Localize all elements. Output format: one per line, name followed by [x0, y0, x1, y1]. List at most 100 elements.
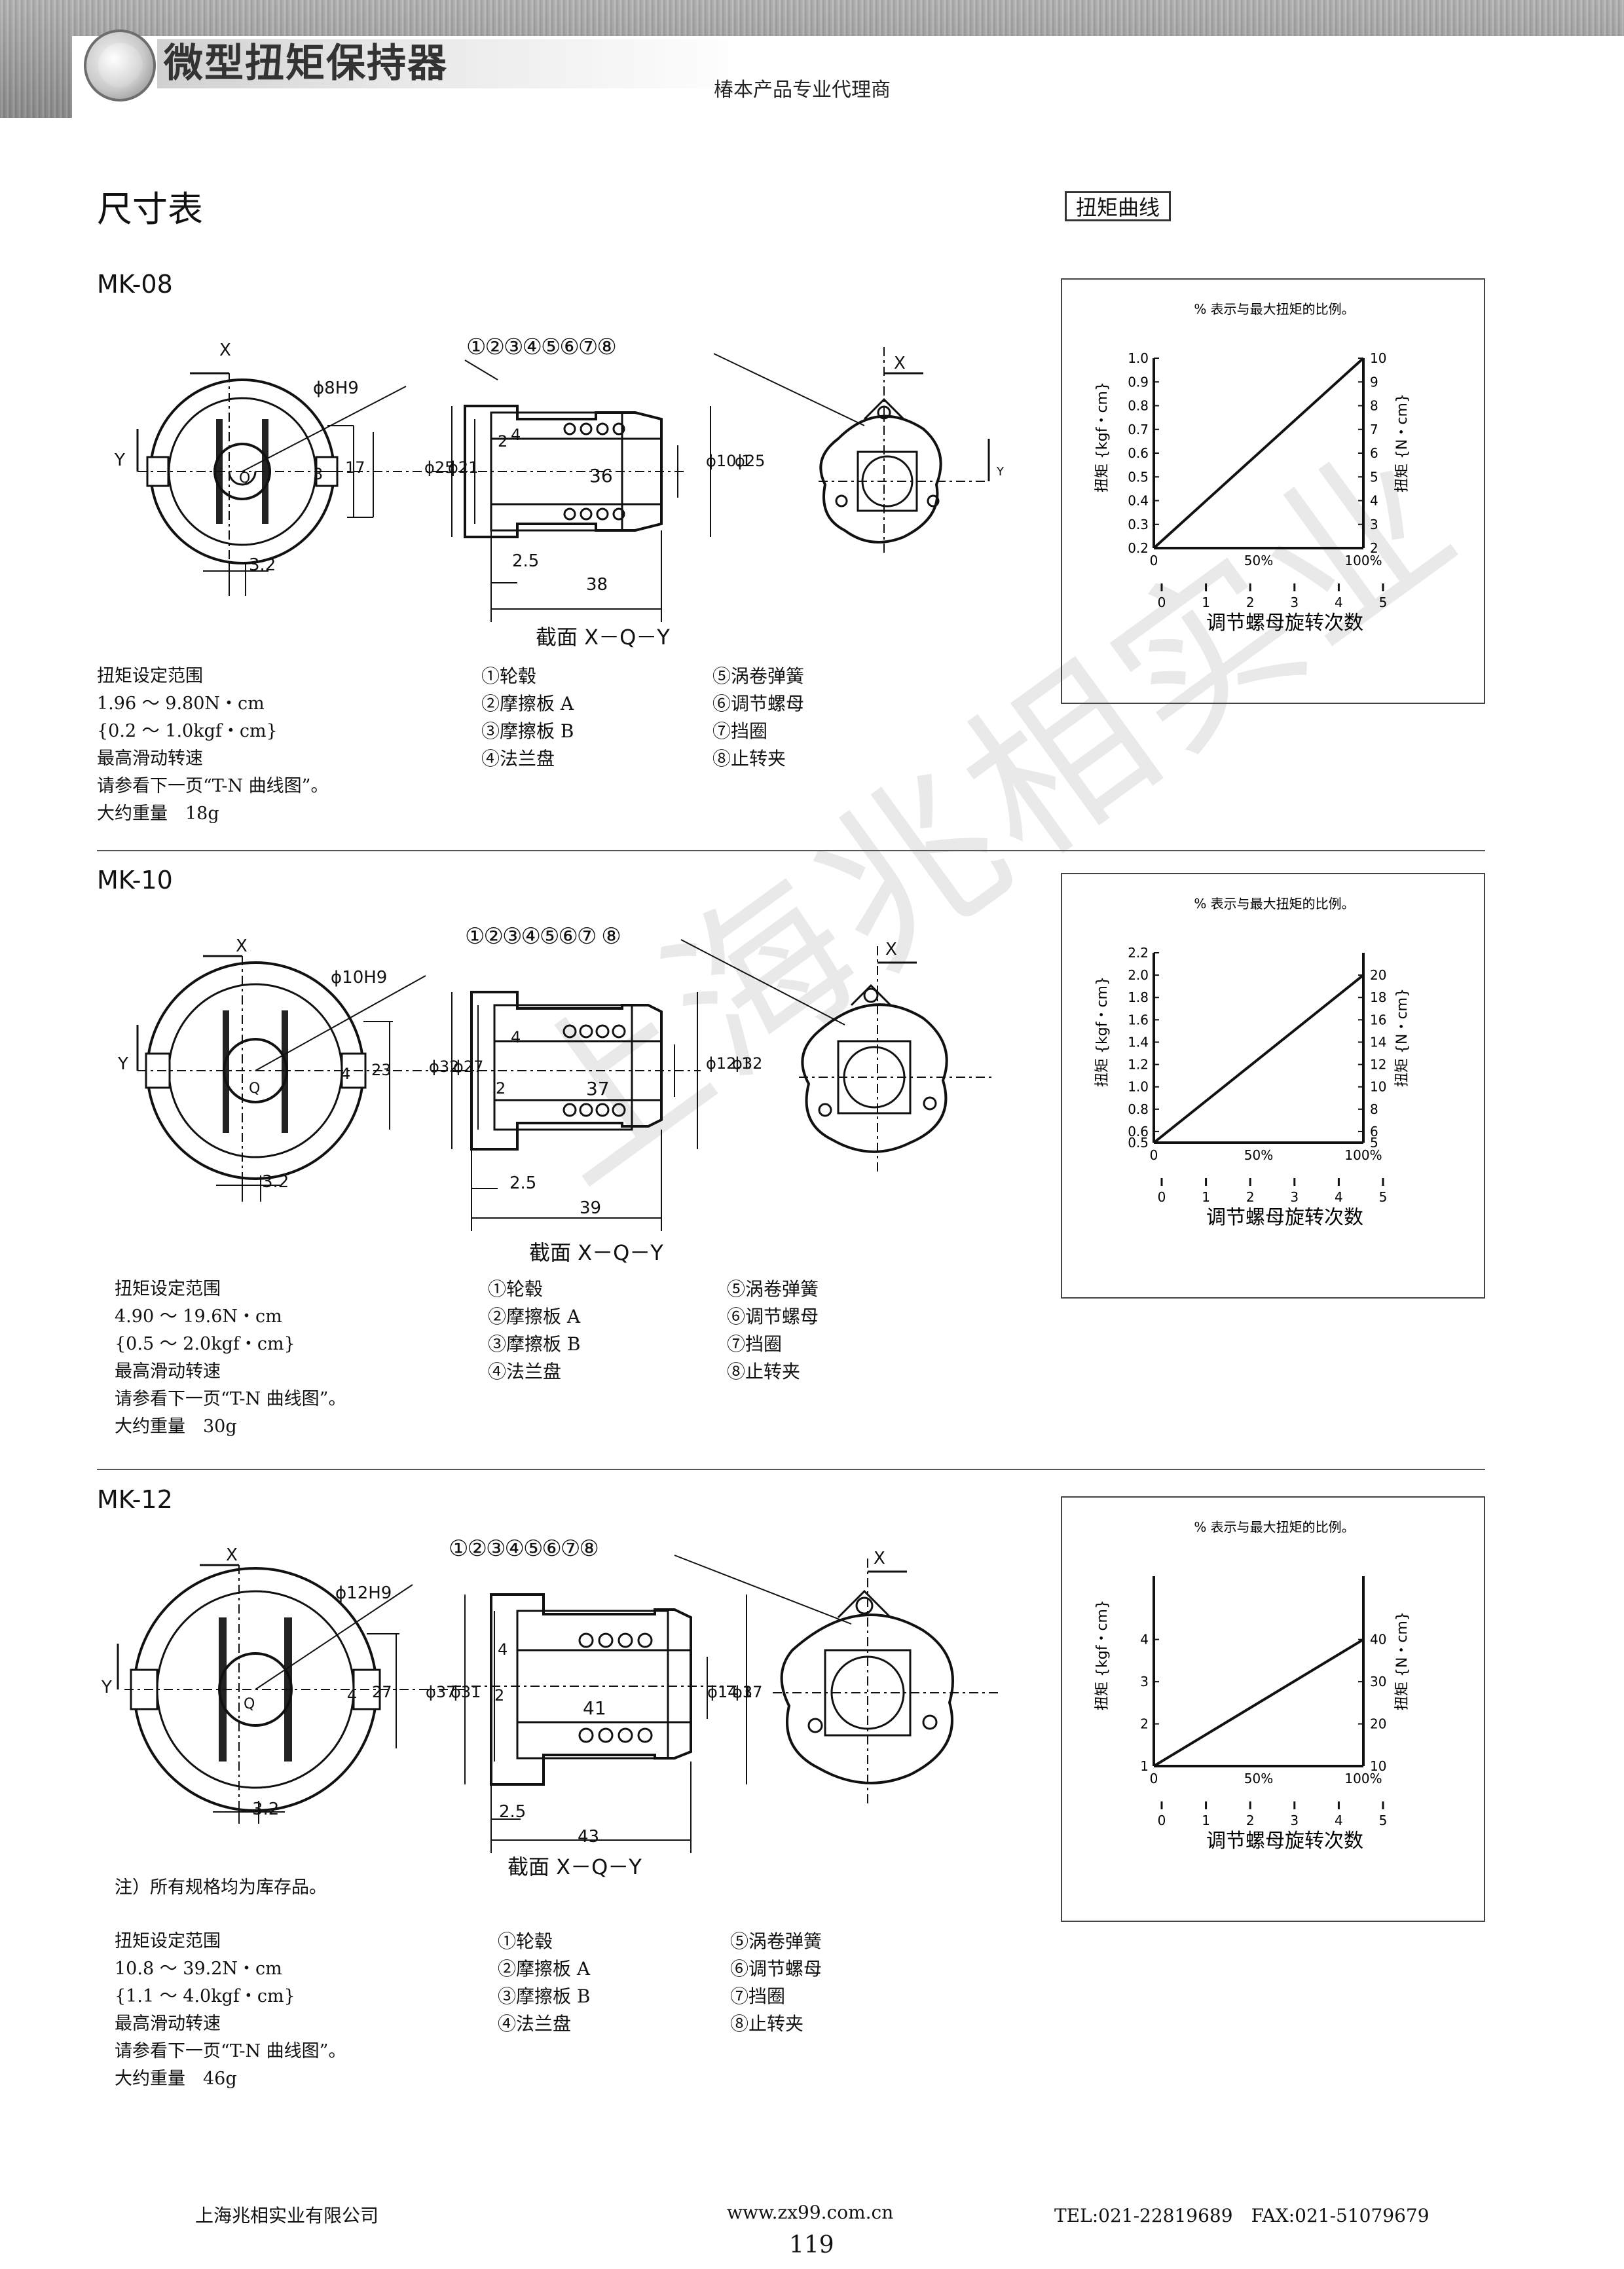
section-title: 尺寸表	[97, 189, 203, 230]
y-tick-label: 0.5	[1128, 469, 1149, 485]
dim-hub: 2	[498, 432, 508, 451]
y2-tick-label: 3	[1370, 517, 1378, 532]
x-tick-label: 50%	[1244, 1771, 1273, 1786]
dim-bore-shaft: ϕ10.1	[706, 452, 752, 470]
y-tick-label: 1.4	[1128, 1034, 1149, 1050]
axis-y-label: Y	[101, 1678, 112, 1697]
header-logo-inner	[98, 43, 143, 88]
axis-q-label: Q	[249, 1080, 261, 1097]
section-view	[439, 939, 845, 1231]
front-view	[136, 372, 439, 596]
y2-tick-label: 20	[1370, 967, 1386, 983]
page-number: 119	[789, 2232, 834, 2259]
rotation-tick-label: 2	[1246, 1189, 1255, 1205]
y-tick-label: 2.2	[1128, 945, 1149, 961]
section-caption: 截面 X－Q－Y	[507, 1854, 642, 1879]
y2-tick-label: 8	[1370, 1101, 1378, 1117]
footer-company: 上海兆相实业有限公司	[195, 2205, 379, 2226]
dim-offset: 3.2	[252, 1799, 280, 1819]
rotation-tick-label: 4	[1335, 1813, 1343, 1828]
dim-bore-shaft: ϕ12.1	[706, 1054, 752, 1073]
y-tick-label: 4	[1140, 1632, 1149, 1648]
y-tick-label: 0.7	[1128, 422, 1149, 437]
y2-tick-label: 10	[1370, 1758, 1386, 1774]
rotation-tick-label: 4	[1335, 1189, 1343, 1205]
dim-key: 4	[347, 1686, 358, 1705]
dim-outer: ϕ25	[735, 452, 766, 470]
dim-gap: 2.5	[512, 551, 540, 571]
y-tick-label: 3	[1140, 1674, 1149, 1689]
dim-key: 3	[313, 465, 323, 483]
y-tick-label: 1.8	[1128, 989, 1149, 1005]
y2-tick-label: 20	[1370, 1716, 1386, 1732]
dim-d1: ϕ25	[424, 458, 455, 477]
section-view	[439, 353, 865, 622]
axis-x-label: X	[219, 341, 231, 360]
dim-outer: ϕ32	[732, 1054, 763, 1073]
dim-total: 38	[586, 575, 608, 595]
y-tick-label: 0.6	[1128, 445, 1149, 461]
chart-note: % 表示与最大扭矩的比例。	[1194, 301, 1354, 317]
drawing-mk12	[117, 1555, 1002, 1853]
axis-y-label: Y	[115, 451, 125, 470]
dim-d2: ϕ31	[451, 1683, 481, 1701]
y-tick-label: 0.3	[1128, 517, 1149, 532]
y2-tick-label: 4	[1370, 493, 1378, 509]
x-axis-title: 调节螺母旋转次数	[1206, 1206, 1363, 1229]
y2-axis-title: 扭矩 {N・cm}	[1394, 988, 1411, 1087]
dim-flange: 4	[511, 1028, 521, 1046]
x-tick-label: 0	[1150, 553, 1158, 568]
dim-d1: ϕ37	[426, 1683, 456, 1701]
y2-tick-label: 40	[1370, 1632, 1386, 1648]
side-view	[773, 1559, 1002, 1807]
dim-hub: 2	[496, 1079, 506, 1098]
dim-len-inner: 37	[586, 1078, 610, 1099]
dim-height: 23	[371, 1061, 392, 1079]
dim-key: 4	[341, 1065, 351, 1083]
y2-tick-label: 10	[1370, 350, 1386, 366]
y2-tick-label: 14	[1370, 1034, 1386, 1050]
footer-website[interactable]: www.zx99.com.cn	[727, 2202, 894, 2223]
rotation-tick-label: 3	[1290, 1813, 1299, 1828]
y-tick-label: 1.0	[1128, 1079, 1149, 1095]
rotation-tick-label: 0	[1158, 1189, 1166, 1205]
y-tick-label: 0.8	[1128, 1101, 1149, 1117]
dim-height: 17	[345, 458, 365, 477]
dim-d1: ϕ32	[429, 1058, 460, 1076]
torque-line	[1153, 357, 1365, 549]
drawing-mk10	[136, 939, 995, 1231]
dim-d2: ϕ27	[453, 1058, 484, 1076]
dim-total: 43	[578, 1827, 600, 1847]
y-tick-label: 1	[1140, 1758, 1149, 1774]
side-view	[819, 347, 990, 557]
dim-flange: 4	[498, 1640, 508, 1659]
x-axis-title: 调节螺母旋转次数	[1206, 612, 1363, 635]
section-divider	[97, 850, 1485, 851]
front-view	[117, 1564, 465, 1824]
y-tick-label: 2	[1140, 1716, 1149, 1732]
dim-d2: ϕ21	[448, 458, 479, 477]
rotation-tick-label: 1	[1202, 1189, 1210, 1205]
y2-tick-label: 2	[1370, 540, 1378, 556]
x-tick-label: 0	[1150, 1147, 1158, 1163]
front-view	[136, 955, 465, 1202]
chart-svg: % 表示与最大扭矩的比例。0.50.60.81.01.21.41.61.82.0…	[1094, 896, 1411, 1229]
axis-q-label: Q	[244, 1696, 255, 1712]
bore-label: ϕ10H9	[331, 968, 388, 987]
axis-y-label: Y	[118, 1054, 128, 1074]
section-caption: 截面 X－Q－Y	[536, 625, 670, 650]
axis-q-label: Q	[239, 470, 251, 487]
x-tick-label: 50%	[1244, 553, 1273, 568]
axis-x-label: X	[874, 1549, 885, 1568]
dim-gap: 2.5	[509, 1173, 537, 1193]
dim-gap: 2.5	[499, 1802, 526, 1822]
rotation-tick-label: 3	[1290, 595, 1299, 610]
dim-outer: ϕ37	[732, 1683, 763, 1701]
dim-offset: 3.2	[249, 555, 276, 575]
chart-note: % 表示与最大扭矩的比例。	[1194, 1519, 1354, 1535]
axis-x-label: X	[885, 940, 897, 959]
y2-tick-label: 18	[1370, 989, 1386, 1005]
